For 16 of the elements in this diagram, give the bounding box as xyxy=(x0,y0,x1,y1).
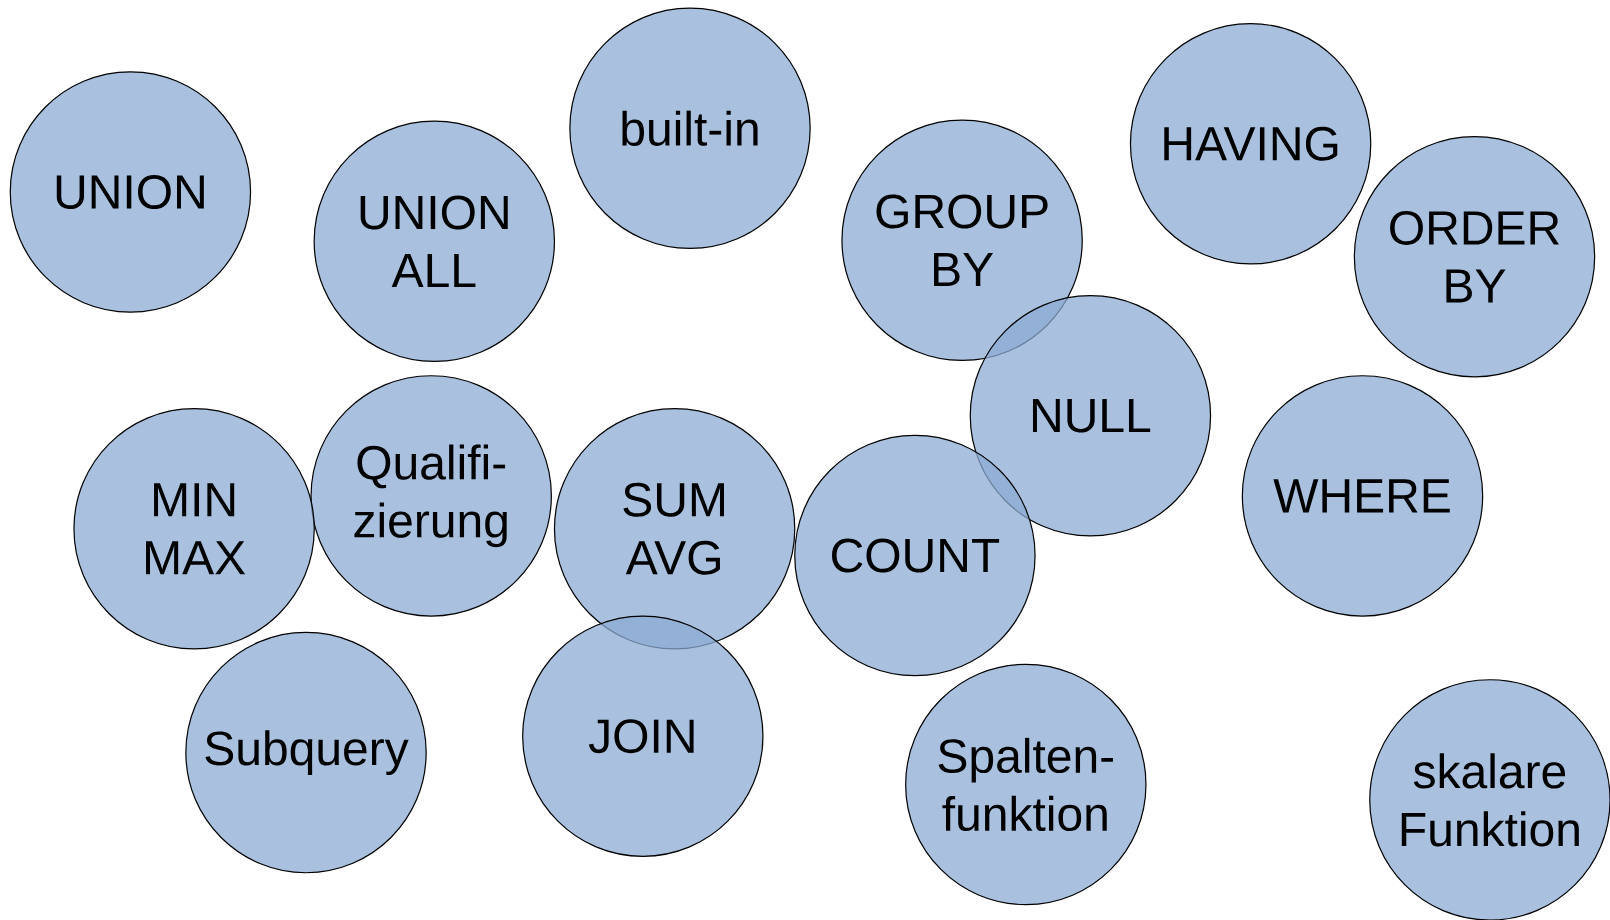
circle-node: UNION xyxy=(9,71,252,313)
circle-node: NULL xyxy=(969,295,1212,537)
circle-node: WHERE xyxy=(1241,375,1484,617)
circle-node: COUNT xyxy=(794,434,1036,677)
circle-node: Subquery xyxy=(185,631,427,874)
circle-node: ORDER BY xyxy=(1353,135,1596,378)
circle-node: UNION ALL xyxy=(313,120,556,363)
circle-node: HAVING xyxy=(1129,23,1372,265)
circle-node: built-in xyxy=(569,7,811,250)
circle-node: GROUP BY xyxy=(841,119,1083,362)
circle-node: JOIN xyxy=(522,615,764,857)
circle-node: MIN MAX xyxy=(73,408,315,650)
circle-node: Qualifi-zierung xyxy=(310,375,552,617)
circle-node: Spalten-funktion xyxy=(905,663,1147,906)
circle-node: SUM AVG xyxy=(553,408,796,650)
circle-node: skalare Funktion xyxy=(1369,679,1610,920)
